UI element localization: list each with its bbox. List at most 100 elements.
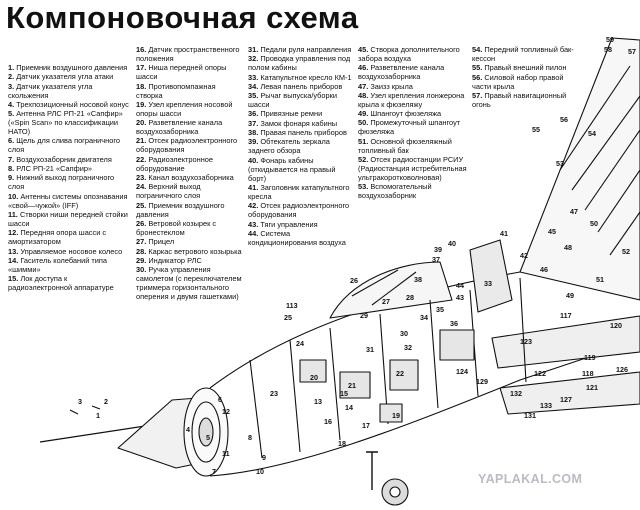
legend-item-text: Ниша передней опоры шасси xyxy=(136,63,227,82)
callout-16: 16 xyxy=(324,417,332,426)
legend-item-number: 26. xyxy=(136,218,147,228)
callout-49: 49 xyxy=(566,291,574,300)
legend-item-text: Нижний выход пограничного слоя xyxy=(8,173,115,192)
legend-item: 57. Правый навигационный огонь xyxy=(472,91,576,109)
callout-19: 19 xyxy=(392,411,400,420)
callout-7: 7 xyxy=(212,467,216,476)
legend-item: 8. РЛС РП-21 «Сапфир» xyxy=(8,164,130,173)
callout-113: 113 xyxy=(286,301,298,310)
page-title: Компоновочная схема xyxy=(6,0,359,35)
legend-item-text: Шпангоут фюзеляжа xyxy=(370,109,442,119)
legend-item-text: Отсек радиоэлектронного оборудования xyxy=(248,201,350,220)
legend-item-number: 49. xyxy=(358,109,369,119)
legend-item-text: Правый внешний пилон xyxy=(484,63,567,73)
callout-38: 38 xyxy=(414,275,422,284)
legend-item-text: Передняя опора шасси с амортизатором xyxy=(8,228,107,247)
legend-item: 9. Нижний выход пограничного слоя xyxy=(8,173,130,191)
legend-item-text: Обтекатель зеркала заднего обзора xyxy=(248,137,330,156)
legend-item-text: Антенны системы опознавания «свой—чужой»… xyxy=(8,191,128,210)
legend-item-text: Гаситель колебаний типа «шимми» xyxy=(8,255,108,274)
callout-127: 127 xyxy=(560,395,572,404)
legend-item-text: Промежуточный шпангоут фюзеляжа xyxy=(358,118,461,137)
legend-item: 33. Катапультное кресло КМ-1 xyxy=(248,73,354,82)
legend-item: 20. Разветвление канала воздухозаборника xyxy=(136,118,244,136)
legend-item-text: Педали руля направления xyxy=(260,45,352,54)
legend-item-number: 14. xyxy=(8,255,19,265)
legend-item: 54. Передний топливный бак-кессон xyxy=(472,45,576,63)
legend-item-number: 21. xyxy=(136,136,147,146)
legend-item-number: 50. xyxy=(358,118,369,128)
callout-34: 34 xyxy=(420,313,428,322)
legend-item: 25. Приемник воздушного давления xyxy=(136,201,244,219)
callout-124: 124 xyxy=(456,367,468,376)
legend-item-number: 19. xyxy=(136,99,147,109)
legend-item: 24. Верхний выход пограничного слоя xyxy=(136,182,244,200)
legend-item: 41. Заголовник катапультного кресла xyxy=(248,183,354,201)
legend-item-number: 42. xyxy=(248,201,259,211)
legend-item-number: 36. xyxy=(248,109,259,119)
legend-item-text: Трехпозиционный носовой конус xyxy=(16,99,129,109)
legend-item: 48. Узел крепления лонжерона крыла к фюз… xyxy=(358,91,468,109)
legend-item-text: Щель для слива пограничного слоя xyxy=(8,136,120,155)
callout-48: 48 xyxy=(564,243,572,252)
legend-item-text: Датчик пространственного положения xyxy=(136,45,240,63)
callout-40: 40 xyxy=(448,239,456,248)
legend-item-number: 33. xyxy=(248,72,259,82)
legend-item-number: 16. xyxy=(136,45,147,54)
legend-item-text: Индикатор РЛС xyxy=(148,255,202,265)
callout-117: 117 xyxy=(560,311,572,320)
legend-item-text: Управляемое носовое колесо xyxy=(20,246,123,256)
legend-item-number: 53. xyxy=(358,182,369,192)
legend-item-number: 35. xyxy=(248,91,259,101)
legend-item: 49. Шпангоут фюзеляжа xyxy=(358,109,468,118)
callout-44: 44 xyxy=(456,281,464,290)
callout-31: 31 xyxy=(366,345,374,354)
legend-item-number: 10. xyxy=(8,191,19,201)
callout-35: 35 xyxy=(436,305,444,314)
legend-item-text: Створки ниши передней стойки шасси xyxy=(8,209,128,228)
callout-1: 1 xyxy=(96,411,100,420)
legend-item-text: Противопомпажная створка xyxy=(136,81,216,100)
callout-57: 57 xyxy=(628,47,636,56)
callout-133: 133 xyxy=(540,401,552,410)
callout-132: 132 xyxy=(510,389,522,398)
legend-item-number: 5. xyxy=(8,109,15,119)
legend-item-number: 9. xyxy=(8,173,15,183)
legend-item-number: 39. xyxy=(248,137,259,147)
legend-item-text: Правый навигационный огонь xyxy=(472,90,567,109)
legend-item-number: 41. xyxy=(248,182,259,192)
legend-item-text: Отсек радиоэлектронного оборудования xyxy=(136,136,238,155)
legend-item: 45. Створка дополнительного забора возду… xyxy=(358,45,468,63)
callout-131: 131 xyxy=(524,411,536,420)
legend-item-text: Заизз крыла xyxy=(370,81,413,91)
callout-33: 33 xyxy=(484,279,492,288)
callout-9: 9 xyxy=(262,453,266,462)
callout-39: 39 xyxy=(434,245,442,254)
legend-item: 34. Левая панель приборов xyxy=(248,82,354,91)
legend-item-number: 3. xyxy=(8,81,15,91)
legend-item-text: Каркас ветрового козырька xyxy=(148,246,242,256)
callout-122: 122 xyxy=(534,369,546,378)
legend-item-number: 24. xyxy=(136,182,147,192)
legend-item: 51. Основной фюзеляжный топливный бак xyxy=(358,137,468,155)
callout-46: 46 xyxy=(540,265,548,274)
callout-32: 32 xyxy=(404,343,412,352)
callout-51: 51 xyxy=(596,275,604,284)
callout-5: 5 xyxy=(206,433,210,442)
legend-item: 52. Отсек радиостанции РСИУ (Радиостанци… xyxy=(358,155,468,182)
legend-item: 38. Правая панель приборов xyxy=(248,128,354,137)
legend-item-text: Ручка управления самолетом (с переключат… xyxy=(136,265,242,302)
legend-item: 55. Правый внешний пилон xyxy=(472,63,576,72)
legend-item: 28. Каркас ветрового козырька xyxy=(136,247,244,256)
legend-item-number: 4. xyxy=(8,99,15,109)
legend-item-number: 32. xyxy=(248,54,259,64)
legend-item: 35. Рычаг выпуска/уборки шасси xyxy=(248,91,354,109)
callout-118: 118 xyxy=(582,369,594,378)
legend-item-number: 13. xyxy=(8,246,19,256)
legend-item-number: 6. xyxy=(8,136,15,146)
legend-item-text: Проводка управления под полом кабины xyxy=(248,54,351,73)
legend-item: 15. Лок доступа к радиоэлектронной аппар… xyxy=(8,274,130,292)
legend-item: 23. Канал воздухозаборника xyxy=(136,173,244,182)
